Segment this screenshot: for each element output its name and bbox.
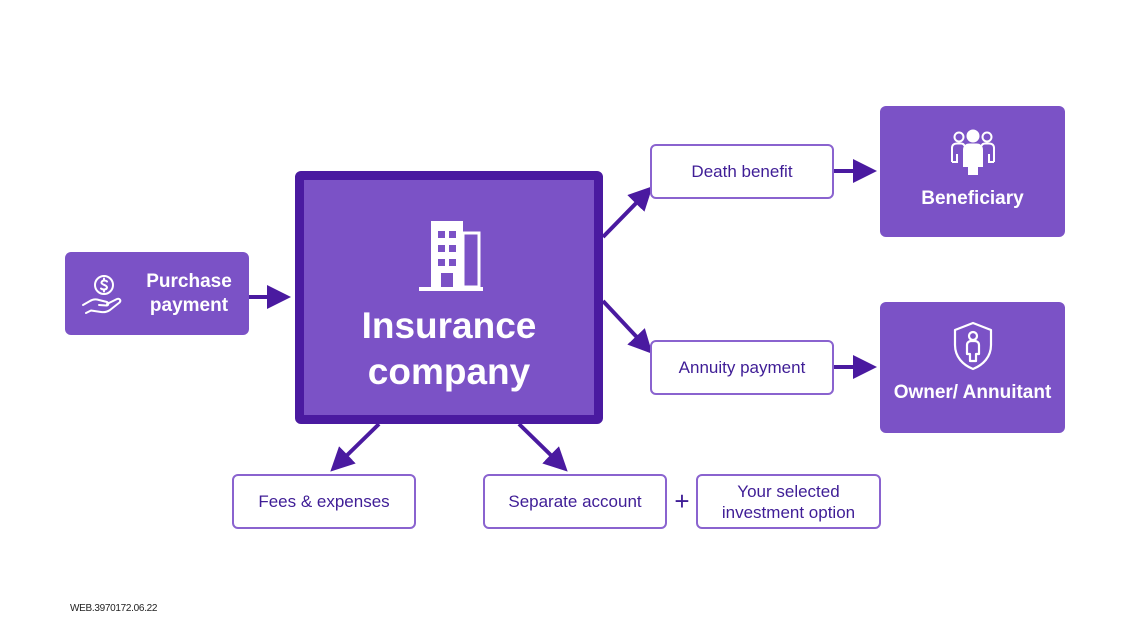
insurance-company-label: Insurance company (361, 305, 537, 392)
annuity-payment-label: Annuity payment (678, 357, 806, 377)
arrow-company-to-fees (330, 422, 381, 472)
separate-account-node: Separate account (483, 474, 667, 529)
hand-dollar-icon (82, 275, 122, 314)
owner-annuitant-label: Owner/ Annuitant (893, 381, 1052, 403)
selected-investment-option-label: Your selected investment option (721, 481, 856, 522)
arrow-company-to-separate-account (517, 422, 568, 472)
plus-sign: + (674, 486, 690, 516)
fees-expenses-label: Fees & expenses (258, 491, 390, 511)
arrow-company-to-annuity-payment (601, 299, 653, 354)
death-benefit-label: Death benefit (691, 161, 793, 181)
building-icon (419, 221, 483, 291)
document-code: WEB.3970172.06.22 (70, 603, 158, 614)
insurance-company-node: Insurance company (295, 171, 603, 424)
arrow-company-to-death-benefit (601, 186, 653, 239)
purchase-payment-label: Purchase payment (146, 271, 232, 316)
beneficiary-node: Beneficiary (880, 106, 1065, 237)
purchase-payment-node: Purchase payment (65, 252, 249, 335)
fees-expenses-node: Fees & expenses (232, 474, 416, 529)
death-benefit-node: Death benefit (650, 144, 834, 199)
shield-person-icon (953, 321, 992, 370)
separate-account-label: Separate account (508, 491, 642, 511)
people-group-icon (950, 129, 995, 175)
beneficiary-label: Beneficiary (921, 187, 1024, 209)
selected-investment-option-node: Your selected investment option (696, 474, 881, 529)
owner-annuitant-node: Owner/ Annuitant (880, 302, 1065, 433)
annuity-payment-node: Annuity payment (650, 340, 834, 395)
